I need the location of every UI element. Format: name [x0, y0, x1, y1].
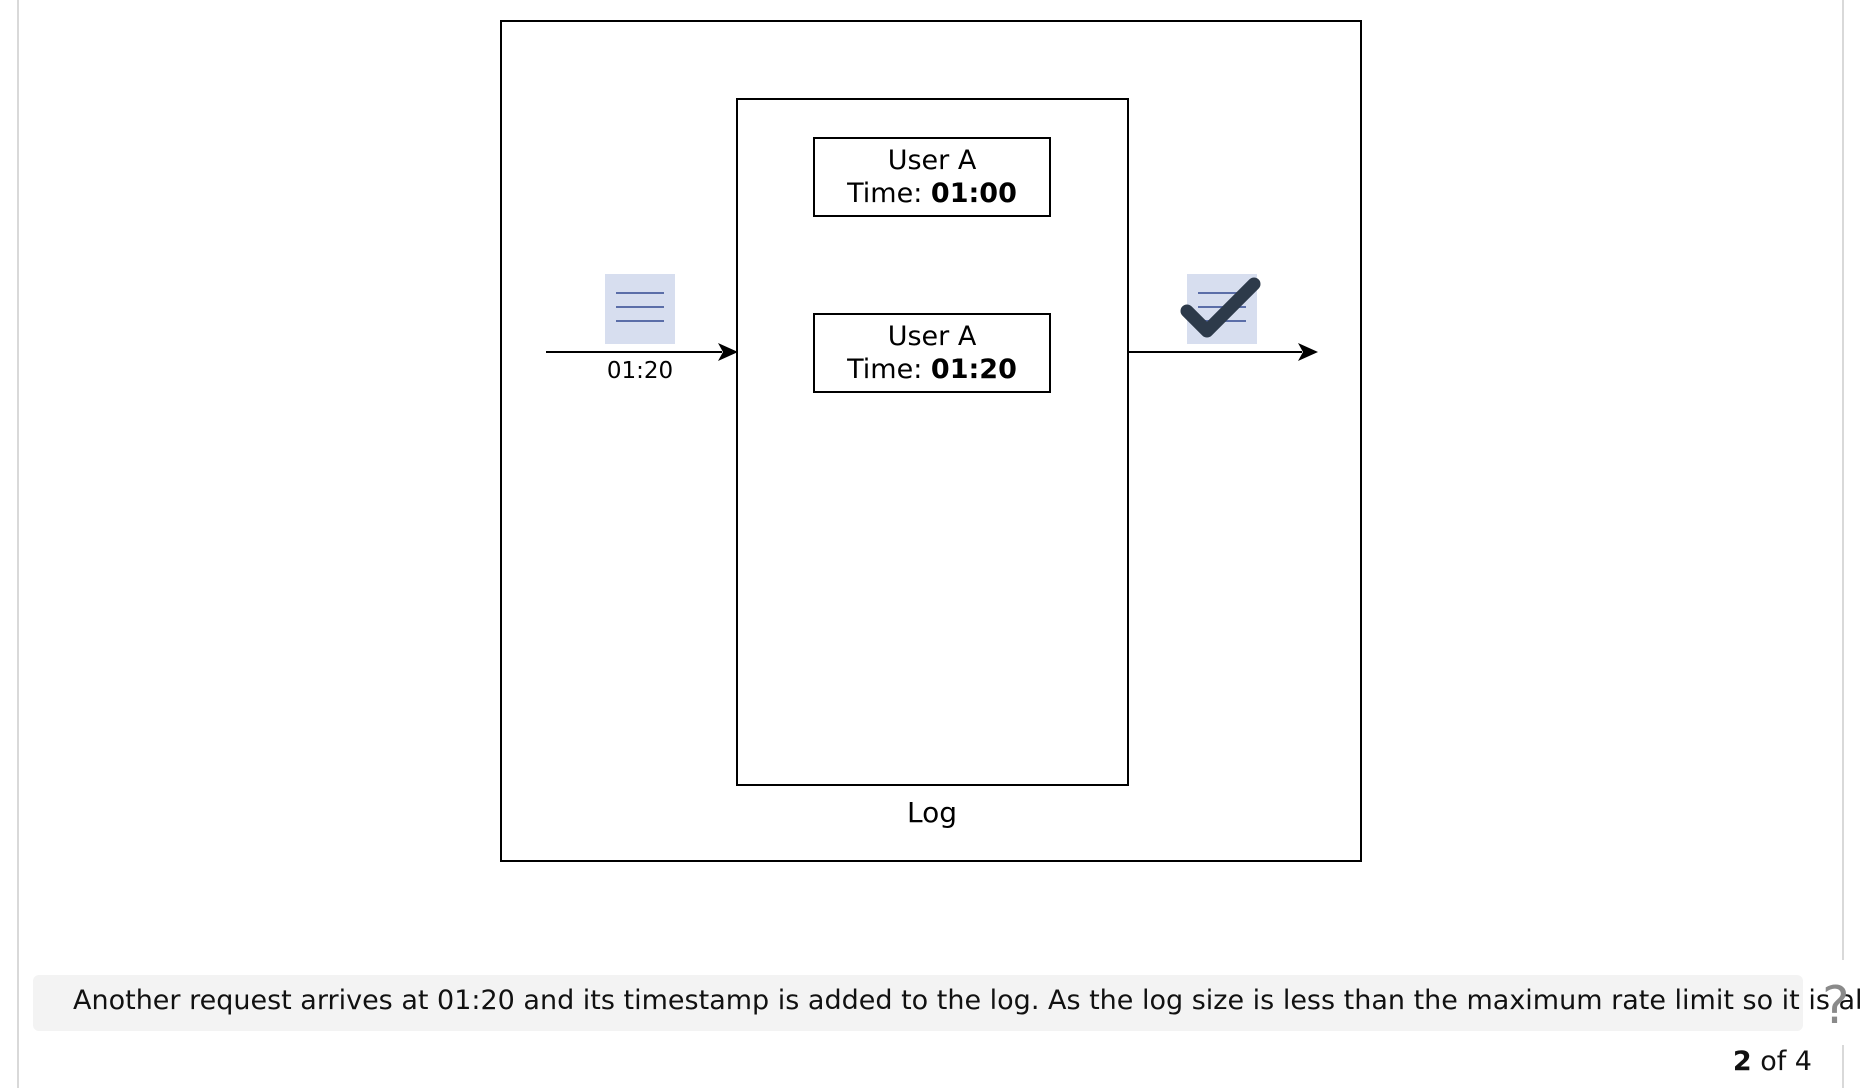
- log-entry: User A Time: 01:00: [813, 137, 1051, 217]
- left-border: [17, 0, 19, 1088]
- incoming-request-time: 01:20: [606, 358, 674, 384]
- slide-pager: 2 of 4: [1733, 1046, 1812, 1077]
- pager-total: of 4: [1760, 1046, 1812, 1077]
- incoming-document-icon: [605, 274, 675, 344]
- log-container: [736, 98, 1129, 786]
- log-label: Log: [906, 796, 957, 829]
- log-entry-user: User A: [887, 145, 977, 176]
- checkmark-icon: [1180, 277, 1261, 338]
- pager-current: 2: [1732, 1046, 1752, 1077]
- slide-caption: Another request arrives at 01:20 and its…: [73, 985, 1864, 1016]
- help-icon[interactable]: ?: [1822, 976, 1850, 1036]
- outgoing-arrow: [1129, 343, 1318, 361]
- log-entry-time: Time: 01:20: [847, 354, 1017, 385]
- rate-limiter-frame: [500, 20, 1362, 862]
- caption-bar: [33, 975, 1803, 1031]
- log-entry-user: User A: [887, 321, 977, 352]
- right-border: [1842, 0, 1844, 960]
- incoming-arrow: [546, 343, 738, 361]
- log-entry: User A Time: 01:20: [813, 313, 1051, 393]
- log-entry-time: Time: 01:00: [847, 178, 1017, 209]
- right-border-lower: [1842, 1045, 1844, 1088]
